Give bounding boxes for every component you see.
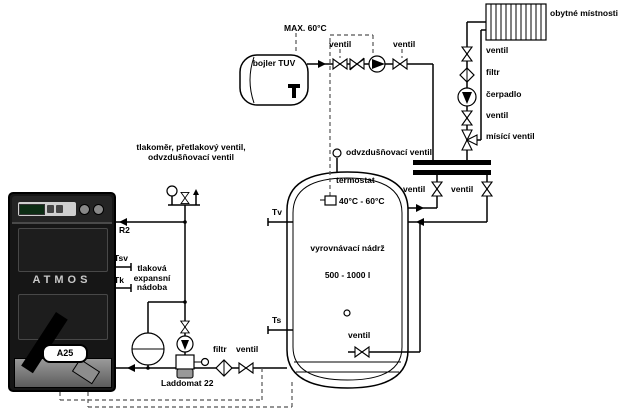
label-temp-range: 40°C - 60°C bbox=[339, 196, 385, 206]
boiler-button bbox=[47, 205, 54, 213]
boiler-knob bbox=[79, 204, 90, 215]
label-objem: 500 - 1000 l bbox=[324, 270, 371, 280]
label-obytne-mistnosti: obytné místnosti bbox=[550, 8, 619, 18]
faucet-icon bbox=[288, 84, 300, 98]
filter-icon bbox=[459, 67, 475, 83]
label-tsv: Tsv bbox=[114, 253, 129, 263]
label-tv: Tv bbox=[272, 207, 282, 217]
mixing-valve-icon bbox=[461, 129, 478, 151]
valve-icon bbox=[461, 110, 473, 126]
safety-valve-icon bbox=[180, 191, 190, 205]
label-filtr-radiator: filtr bbox=[486, 67, 500, 77]
manifold-bar bbox=[413, 160, 491, 165]
boiler-atmos: ATMOS A25 bbox=[8, 192, 116, 392]
pipe-junction bbox=[146, 220, 422, 370]
valve-icon bbox=[392, 58, 408, 70]
thermostat-icon bbox=[320, 195, 337, 206]
boiler-display bbox=[18, 202, 76, 216]
boiler-model-plate: A25 bbox=[42, 344, 88, 363]
pump-icon bbox=[368, 55, 386, 73]
label-ventil-manifold-2: ventil bbox=[451, 184, 474, 194]
dhw-boiler bbox=[239, 54, 309, 106]
label-ts: Ts bbox=[272, 315, 282, 325]
valve-icon bbox=[238, 362, 254, 374]
label-tk: Tk bbox=[114, 275, 124, 285]
label-ventil-radiator-2: ventil bbox=[486, 110, 509, 120]
label-tlakova-nadoba: tlaková expansní nádoba bbox=[133, 263, 171, 292]
dashed-line bbox=[59, 33, 403, 408]
boiler-upper-door bbox=[18, 228, 108, 272]
expansion-vessel-icon bbox=[131, 332, 165, 366]
label-ventil-tank: ventil bbox=[348, 330, 371, 340]
label-cerpadlo: čerpadlo bbox=[486, 89, 522, 99]
boiler-knob bbox=[93, 204, 104, 215]
valve-icon bbox=[431, 181, 443, 197]
boiler-button bbox=[56, 205, 63, 213]
label-tlakomer-note: tlakoměr, přetlakový ventil, odvzdušňova… bbox=[136, 142, 246, 162]
label-bojler-tuv: bojler TUV bbox=[252, 58, 296, 68]
check-valve-icon bbox=[349, 57, 365, 71]
pump-icon bbox=[457, 87, 477, 107]
valve-icon bbox=[332, 58, 348, 70]
pressure-gauge-icon bbox=[166, 185, 178, 197]
label-r2: R2 bbox=[119, 225, 130, 235]
label-odvzdusnovaci-ventil: odvzdušňovací ventil bbox=[346, 147, 432, 157]
air-vent-icon bbox=[193, 189, 199, 195]
label-max-temp: MAX. 60°C bbox=[284, 23, 327, 33]
air-vent-icon bbox=[332, 148, 342, 158]
label-vyrovnavaci-nadrz: vyrovnávací nádrž bbox=[310, 243, 385, 253]
manifold-bar bbox=[413, 170, 491, 175]
laddomat-icon bbox=[175, 320, 210, 379]
label-misici-ventil: mísící ventil bbox=[486, 131, 535, 141]
label-ventil-dhw-1: ventil bbox=[329, 39, 352, 49]
label-termostat: termostat bbox=[336, 175, 375, 185]
boiler-lcd bbox=[19, 203, 45, 215]
label-filtr-bottom: filtr bbox=[213, 344, 227, 354]
buffer-tank bbox=[286, 171, 409, 389]
radiator-icon bbox=[485, 3, 547, 41]
label-ventil-bottom: ventil bbox=[236, 344, 259, 354]
sensor-icon bbox=[343, 309, 351, 317]
filter-icon bbox=[215, 359, 233, 377]
label-ventil-radiator-1: ventil bbox=[486, 45, 509, 55]
label-ventil-dhw-2: ventil bbox=[393, 39, 416, 49]
valve-icon bbox=[461, 46, 473, 62]
label-ventil-manifold-1: ventil bbox=[403, 184, 426, 194]
label-laddomat: Laddomat 22 bbox=[161, 378, 214, 388]
boiler-brand-label: ATMOS bbox=[32, 274, 92, 286]
valve-icon bbox=[481, 181, 493, 197]
boiler-control-panel bbox=[12, 196, 112, 224]
